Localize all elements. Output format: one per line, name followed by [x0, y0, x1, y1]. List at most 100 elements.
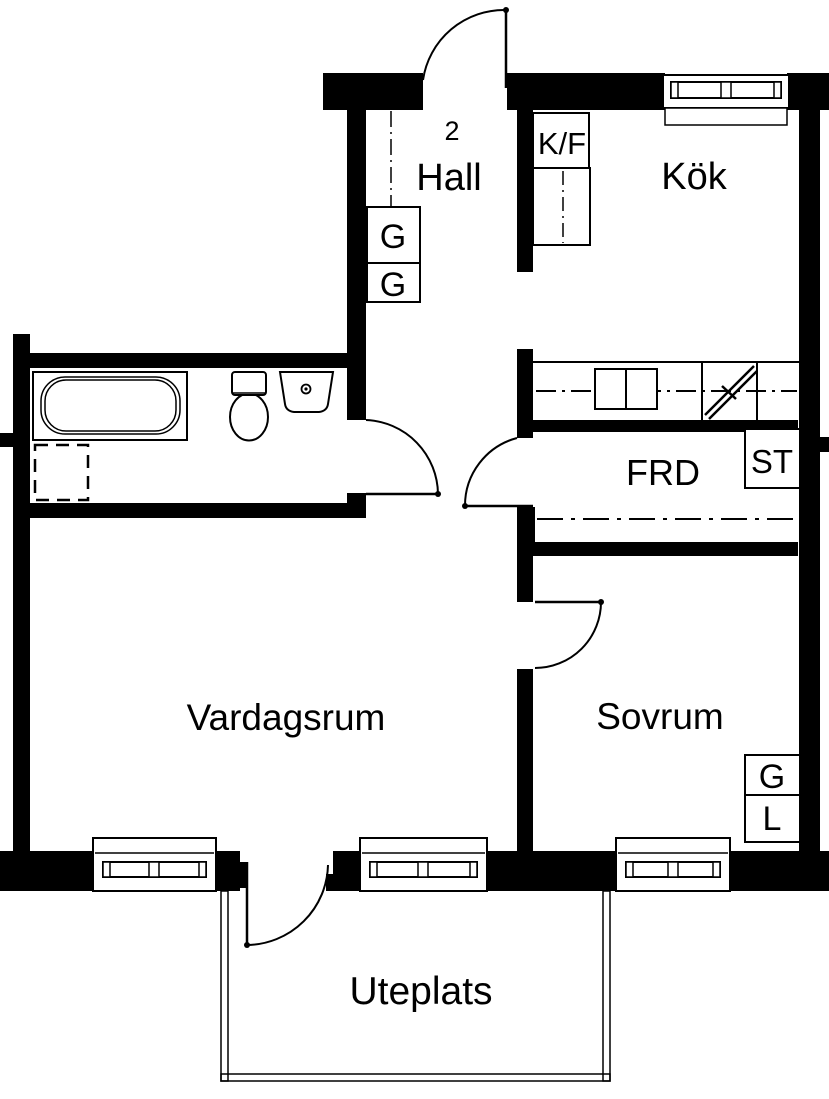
door-leaf-tip: [244, 942, 250, 948]
door-leaf-tip: [503, 7, 509, 13]
bathroom-door: [365, 419, 441, 497]
window-tick-left: [102, 861, 111, 878]
bathtub-rim: [40, 376, 181, 435]
closet-g1-label: G: [380, 218, 406, 256]
hall-label: Hall: [416, 157, 481, 199]
exterior-walls: [0, 73, 829, 891]
wall-bathroom-top: [13, 353, 366, 368]
toilet: [229, 371, 269, 442]
wall-right-stub: [818, 437, 829, 452]
hall-closets: G G: [366, 111, 421, 304]
wall-bathroom-jamb: [347, 493, 366, 518]
kok-label: Kök: [661, 156, 727, 198]
uteplats-railing: [220, 890, 611, 1082]
window-sill: [664, 107, 788, 126]
window-vardagsrum-2: [359, 837, 488, 892]
wall-frd-bottom: [533, 542, 798, 556]
frd-label: FRD: [626, 452, 700, 493]
window-sovrum: [615, 837, 731, 892]
wall-sovrum-left-2: [517, 669, 533, 851]
kf-label: K/F: [538, 126, 586, 161]
door-swing-arc: [246, 864, 329, 946]
window-tick-center: [720, 81, 732, 99]
washer-space: [33, 443, 90, 502]
closet-g2-label: G: [380, 266, 406, 304]
closet-g-label: G: [759, 758, 785, 796]
room-labels: 2 Hall Kök FRD Vardagsrum Sovrum Uteplat…: [187, 116, 728, 1013]
wall-right: [799, 73, 820, 891]
railing-bottom: [220, 1073, 611, 1082]
window-kitchen: [662, 74, 790, 126]
closet-box-g2: [366, 262, 421, 303]
window-vardagsrum-1: [92, 837, 217, 892]
kitchen-tall-cabinet: [532, 167, 591, 246]
window-tick-right: [469, 861, 478, 878]
wall-top-mid: [507, 73, 665, 110]
wall-bathroom-bottom: [13, 503, 353, 518]
wall-hall-kok-1: [517, 110, 533, 272]
st-closet: ST: [744, 428, 801, 489]
door-swing-arc: [463, 437, 518, 507]
hall-number: 2: [444, 116, 459, 146]
door-leaf-tip: [435, 491, 441, 497]
kitchen-counter: [533, 361, 799, 420]
closet-box-l: [744, 794, 801, 843]
closet-l-label: L: [763, 800, 782, 838]
wall-bottom-2: [487, 851, 616, 891]
st-box: [744, 428, 801, 489]
wall-counter-bottom: [533, 420, 798, 432]
washer-dashed-square: [33, 443, 90, 502]
wall-frd-left: [517, 507, 535, 556]
washbasin: [278, 371, 335, 413]
frd-door: [462, 437, 533, 509]
wall-hall-left: [347, 110, 366, 420]
wall-sovrum-left-1: [517, 556, 533, 602]
wall-bottom-pier-2: [333, 851, 360, 891]
door-leaf-tip: [598, 599, 604, 605]
bathtub: [32, 371, 188, 441]
toilet-bowl: [229, 392, 269, 442]
window-tick-center: [417, 861, 429, 878]
bathtub-outer: [32, 371, 188, 441]
door-swing-arc: [365, 419, 439, 495]
window-tick-left: [625, 861, 634, 878]
closet-box-g: [744, 754, 801, 796]
sink-cross-tick: [721, 385, 737, 400]
faucet-dot: [304, 387, 308, 391]
window-tick-right: [198, 861, 207, 878]
door-jamb-mark-right: [326, 874, 333, 891]
window-tick-center: [667, 861, 679, 878]
sovrum-closets: G L: [744, 754, 801, 843]
sink-diagonal-1: [704, 365, 755, 416]
door-swing-arc: [422, 8, 507, 81]
interior-walls: [13, 110, 798, 851]
kf-box: [532, 112, 590, 169]
door-jamb-mark-left: [240, 862, 247, 888]
wall-left-stub: [0, 433, 13, 447]
bathtub-inner: [44, 379, 177, 432]
window-tick-left: [369, 861, 378, 878]
wall-top-left: [323, 73, 423, 110]
wall-bottom-3: [730, 851, 829, 891]
railing-right: [602, 890, 611, 1082]
wall-bottom-1: [0, 851, 93, 891]
kf-cabinet: K/F: [532, 112, 590, 169]
window-tick-right: [712, 861, 721, 878]
st-label: ST: [751, 443, 793, 480]
vardagsrum-label: Vardagsrum: [187, 697, 386, 738]
sovrum-label: Sovrum: [596, 696, 723, 737]
wall-bottom-pier-1: [214, 851, 240, 891]
window-tick-center: [148, 861, 160, 878]
wall-hall-kok-2: [517, 349, 533, 438]
patio-door: [240, 862, 333, 948]
railing-left: [220, 890, 229, 1082]
toilet-tank: [231, 371, 267, 396]
door-leaf-tip: [462, 503, 468, 509]
cabinet-box: [532, 167, 591, 246]
window-tick-left: [670, 81, 679, 99]
door-swing-arc: [534, 601, 602, 669]
window-tick-right: [773, 81, 782, 99]
sovrum-door: [534, 599, 604, 669]
